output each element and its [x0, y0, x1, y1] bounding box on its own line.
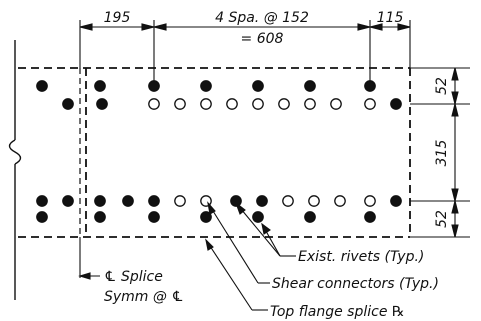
dim-vertical-bottom-52: 52 — [434, 210, 450, 228]
existing-rivet — [390, 98, 402, 110]
shear-connector — [252, 98, 264, 110]
existing-rivet — [200, 80, 212, 92]
existing-rivet — [230, 195, 242, 207]
dim-spacing: 4 Spa. @ 152 — [215, 10, 309, 26]
existing-rivet — [304, 211, 316, 223]
shear-connector — [282, 195, 294, 207]
label-splice-centerline: ℄ Splice — [104, 269, 163, 285]
label-existing-rivets: Exist. rivets (Typ.) — [298, 249, 424, 265]
existing-rivet — [94, 80, 106, 92]
existing-rivet — [252, 211, 264, 223]
dim-left-195: 195 — [104, 10, 131, 26]
shear-connector — [308, 195, 320, 207]
shear-connector — [226, 98, 238, 110]
shear-connector — [278, 98, 290, 110]
existing-rivet — [36, 80, 48, 92]
dim-vertical-315: 315 — [434, 140, 450, 167]
existing-rivet — [36, 211, 48, 223]
existing-rivet — [390, 195, 402, 207]
break-symbol — [8, 40, 22, 300]
shear-connector — [174, 98, 186, 110]
extension-lines — [79, 20, 470, 278]
shear-connector — [304, 98, 316, 110]
shear-connector — [200, 98, 212, 110]
existing-rivet — [36, 195, 48, 207]
shear-connector — [148, 98, 160, 110]
existing-rivet — [304, 80, 316, 92]
existing-rivet — [148, 195, 160, 207]
existing-rivet — [94, 211, 106, 223]
existing-rivet — [364, 80, 376, 92]
right-dimension-line — [451, 67, 459, 238]
existing-rivet — [122, 195, 134, 207]
existing-rivet — [364, 211, 376, 223]
top-dimension-line — [79, 23, 411, 31]
label-symmetric: Symm @ ℄ — [104, 289, 184, 305]
shear-connector — [330, 98, 342, 110]
dim-vertical-top-52: 52 — [434, 77, 450, 95]
shear-connector — [364, 195, 376, 207]
existing-rivet — [148, 80, 160, 92]
fastener-pattern — [36, 80, 402, 223]
existing-rivet — [62, 195, 74, 207]
dim-spacing-total: = 608 — [241, 31, 284, 47]
label-shear-connectors: Shear connectors (Typ.) — [272, 276, 439, 292]
shear-connector — [334, 195, 346, 207]
existing-rivet — [252, 80, 264, 92]
existing-rivet — [96, 98, 108, 110]
shear-connector — [364, 98, 376, 110]
existing-rivet — [148, 211, 160, 223]
leader-lines — [78, 201, 296, 311]
flange-outline — [18, 67, 411, 238]
shear-connector — [174, 195, 186, 207]
existing-rivet — [200, 211, 212, 223]
label-top-flange-splice: Top flange splice ℞ — [270, 304, 404, 320]
existing-rivet — [94, 195, 106, 207]
dim-right-115: 115 — [377, 10, 404, 26]
existing-rivet — [62, 98, 74, 110]
existing-rivet — [256, 195, 268, 207]
